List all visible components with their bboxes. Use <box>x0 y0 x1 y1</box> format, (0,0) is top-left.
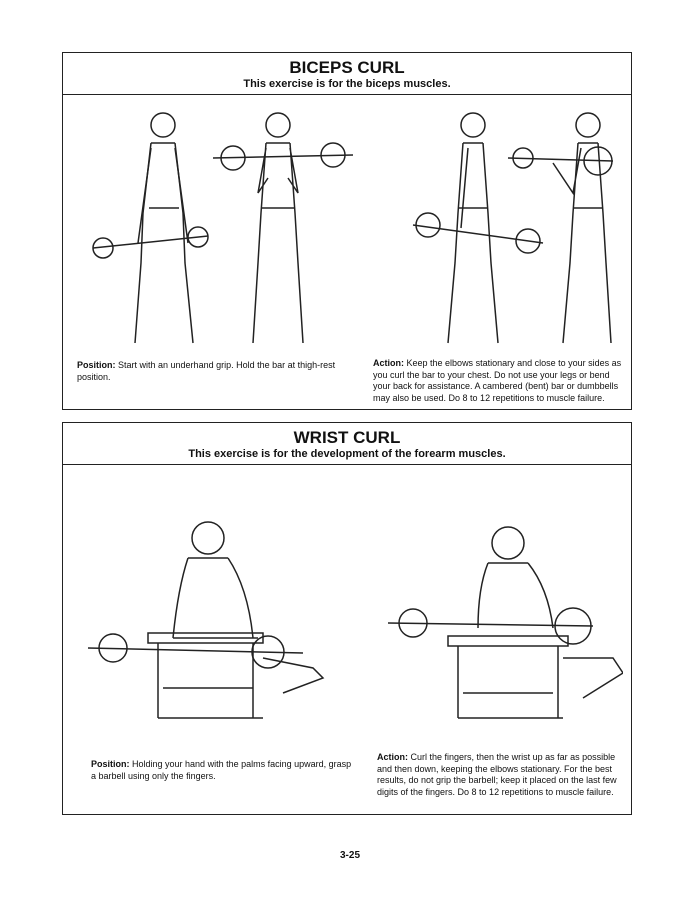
panel-header: WRIST CURL This exercise is for the deve… <box>63 423 631 465</box>
wrist-curl-panel: WRIST CURL This exercise is for the deve… <box>62 422 632 815</box>
figure-side-curl <box>507 112 613 344</box>
position-text: Start with an underhand grip. Hold the b… <box>77 360 336 382</box>
figure-kneeling-bench-2 <box>387 526 623 719</box>
action-text: Keep the elbows stationary and close to … <box>373 358 622 403</box>
biceps-curl-panel: BICEPS CURL This exercise is for the bic… <box>62 52 632 410</box>
figure-front-start <box>92 112 209 344</box>
section-title: BICEPS CURL <box>289 58 405 77</box>
figure-kneeling-bench-1 <box>87 521 325 719</box>
biceps-curl-illustration <box>92 112 613 344</box>
action-instructions: Action: Keep the elbows stationary and c… <box>373 358 623 404</box>
position-instructions: Position: Holding your hand with the pal… <box>91 759 356 782</box>
action-label: Action: <box>373 358 404 368</box>
section-subtitle: This exercise is for the development of … <box>188 448 506 460</box>
page-number: 3-25 <box>340 850 361 861</box>
action-text: Curl the fingers, then the wrist up as f… <box>377 752 617 797</box>
figure-side-start <box>412 112 544 344</box>
section-subtitle: This exercise is for the biceps muscles. <box>243 78 451 90</box>
section-title: WRIST CURL <box>293 428 401 447</box>
wrist-curl-illustration <box>87 521 623 719</box>
action-label: Action: <box>377 752 408 762</box>
action-instructions: Action: Curl the fingers, then the wrist… <box>377 752 627 798</box>
position-text: Holding your hand with the palms facing … <box>91 759 352 781</box>
figure-front-curl <box>212 112 354 344</box>
position-label: Position: <box>77 360 116 370</box>
position-instructions: Position: Start with an underhand grip. … <box>77 360 357 383</box>
panel-header: BICEPS CURL This exercise is for the bic… <box>63 53 631 95</box>
position-label: Position: <box>91 759 130 769</box>
